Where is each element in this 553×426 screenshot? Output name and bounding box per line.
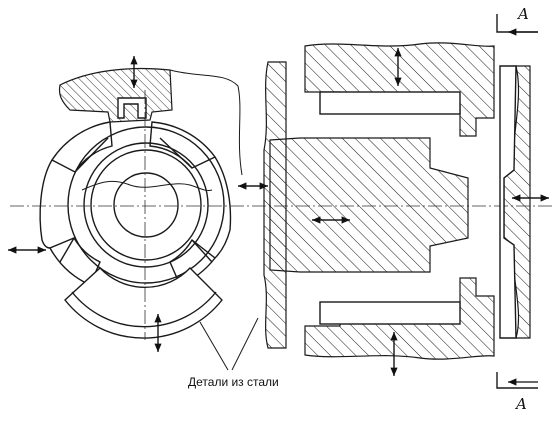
slot-edge: [59, 237, 75, 263]
section-label-bottom: A: [516, 395, 527, 413]
upper-jaw-slot: [319, 91, 461, 115]
bore: [113, 172, 179, 238]
leader-line-right: [231, 317, 259, 371]
lower-jaw-slot: [319, 301, 461, 325]
outer-ring-left: [39, 159, 53, 249]
bottom-jaw: [64, 266, 223, 339]
right-shaft-gap: [499, 65, 517, 339]
ring-mid: [83, 142, 209, 268]
break-line-top: [169, 69, 243, 176]
outer-ring-right: [214, 156, 232, 259]
slot-edge: [74, 137, 109, 173]
leader-line-left: [199, 321, 229, 371]
top-jaw-hatched: [58, 67, 173, 123]
chuck-end-view: [7, 56, 553, 352]
ring-outer: [67, 126, 225, 284]
slot-edge: [159, 137, 193, 169]
section-mark-bottom: [496, 372, 538, 389]
spindle-body: [269, 137, 469, 273]
break-line-center: [81, 180, 213, 191]
bottom-jaw-inner-arc: [71, 291, 217, 328]
upper-jaw-section: [304, 42, 495, 137]
ring-inner: [90, 149, 202, 261]
caption-steel-parts: Детали из стали: [188, 375, 279, 389]
top-jaw-tab: [117, 97, 147, 119]
section-view: [263, 14, 549, 389]
section-label-top: A: [518, 5, 529, 23]
jaw-segment-lower-right: [169, 238, 216, 286]
